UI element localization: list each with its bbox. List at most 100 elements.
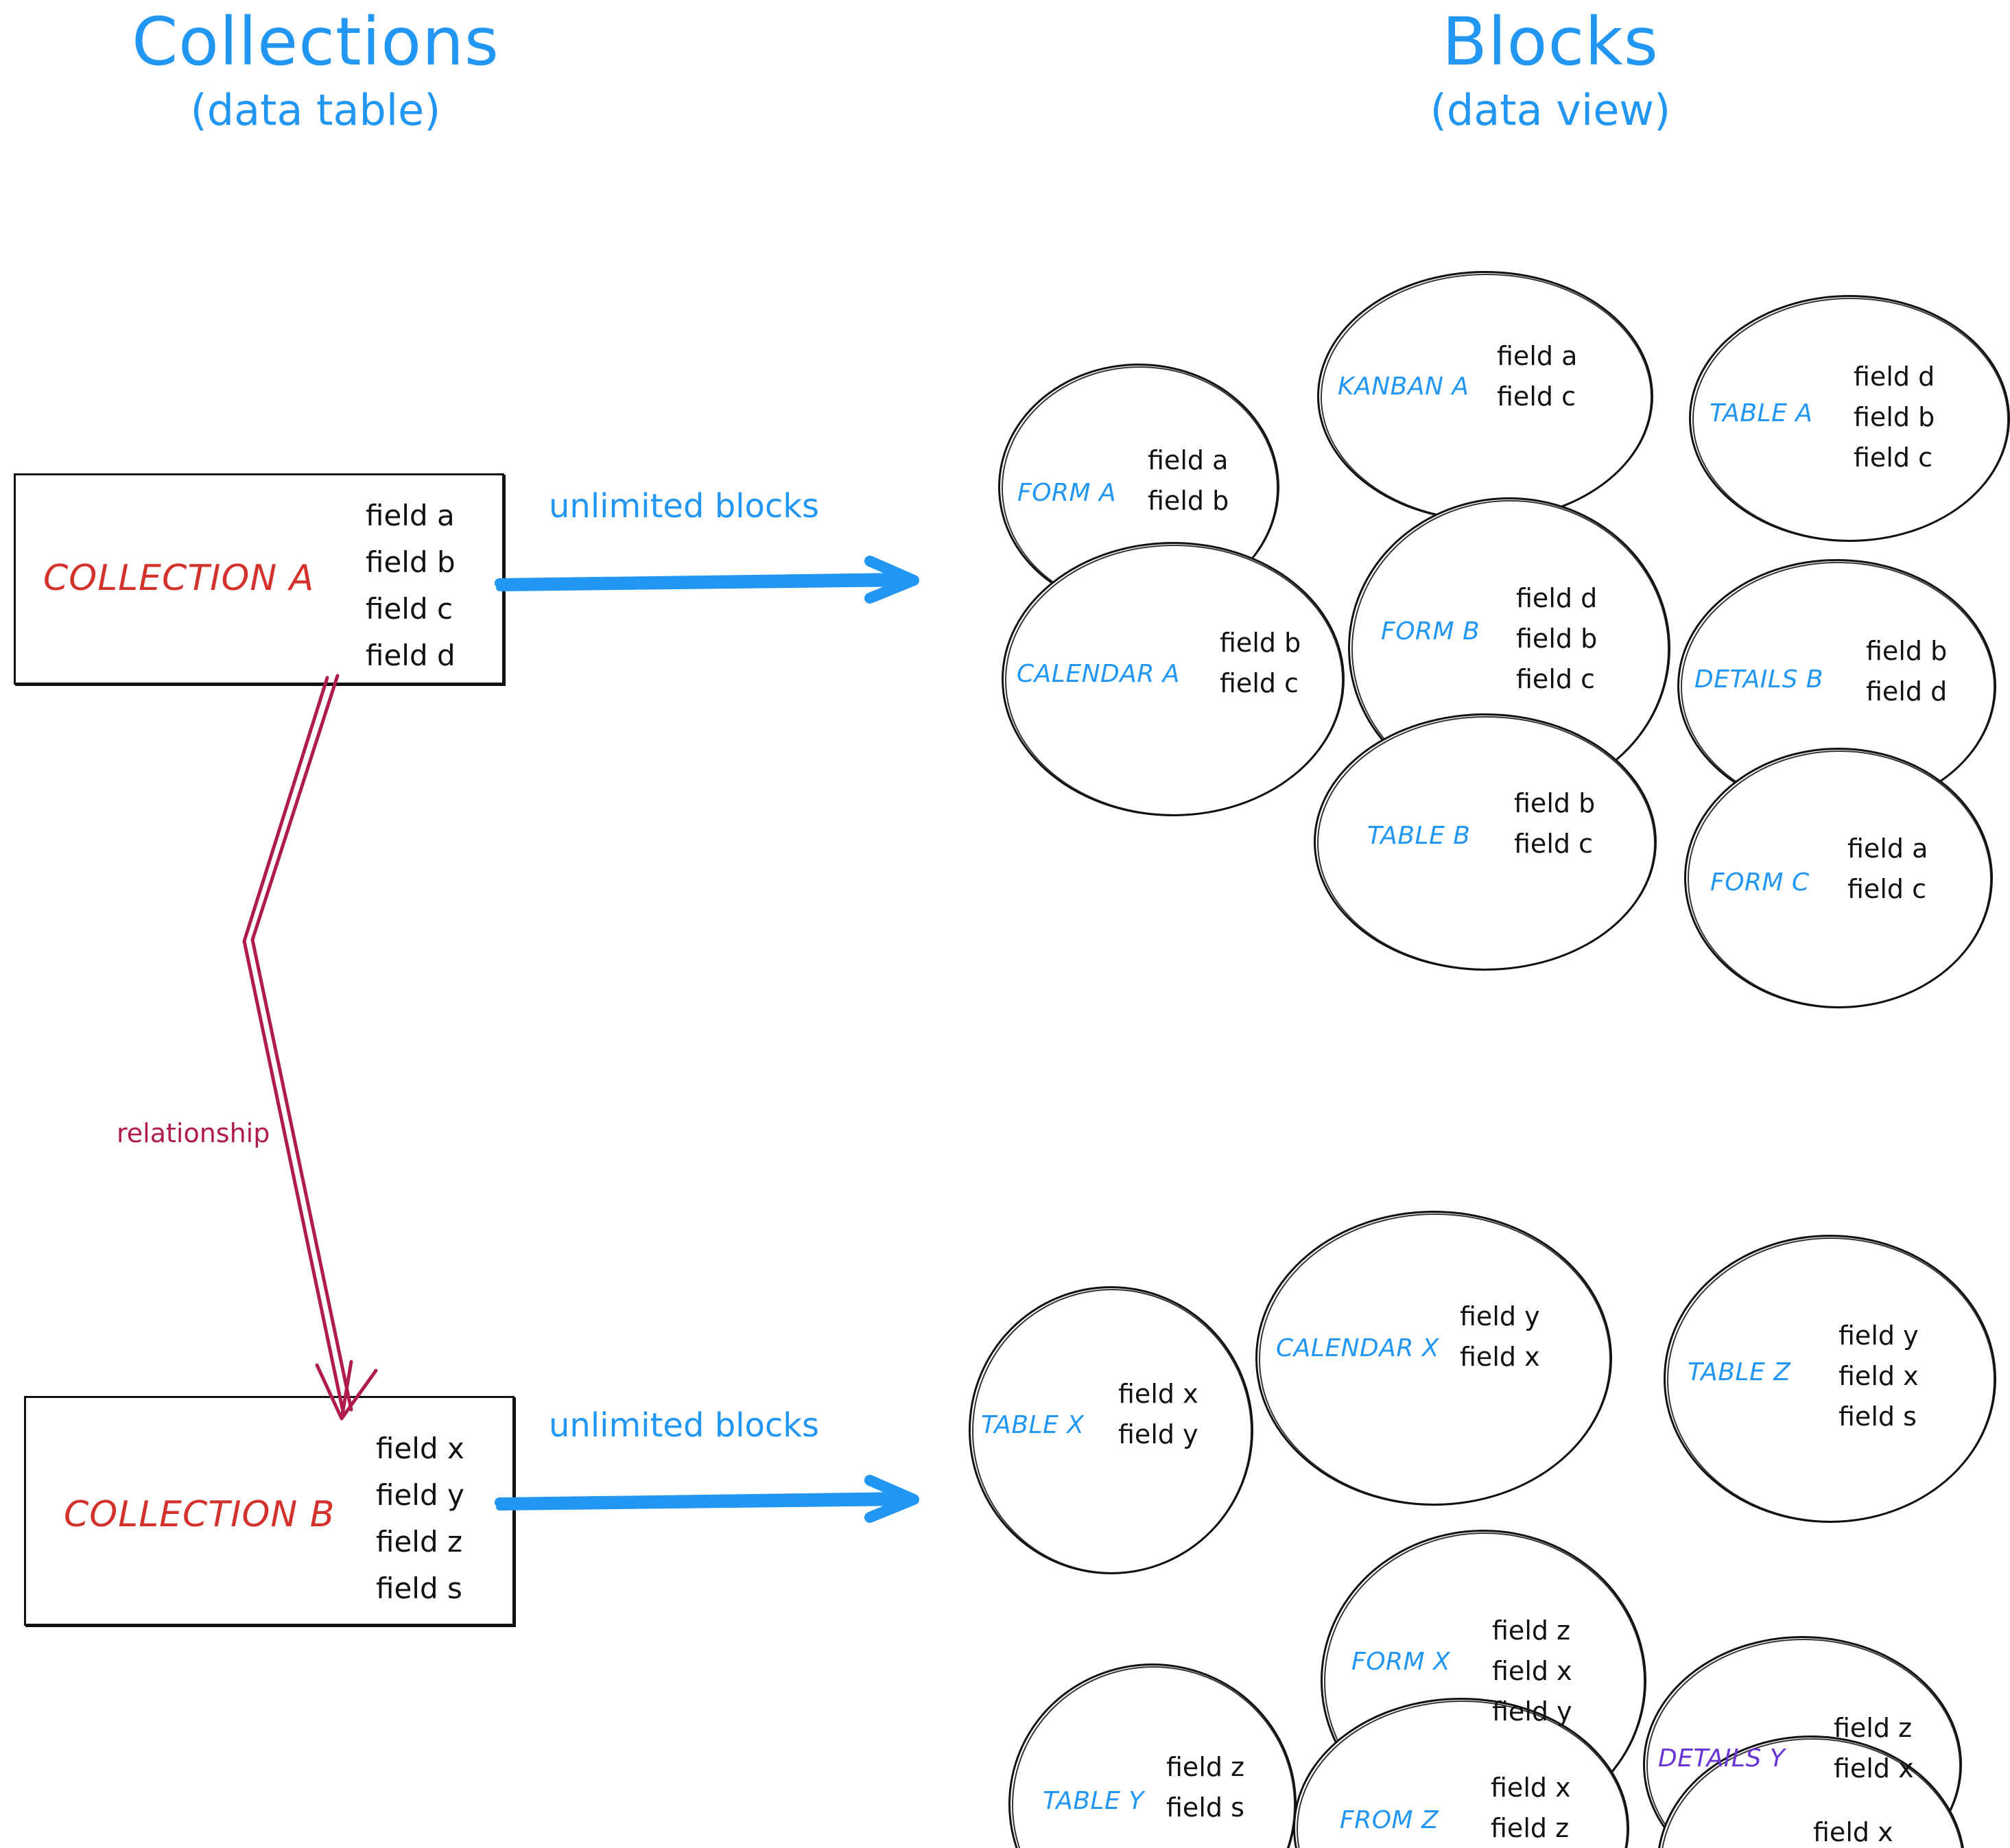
block-details-y-fields: field z field x	[1834, 1708, 1914, 1789]
arrow-top-icon	[495, 556, 919, 604]
block-field: field a	[1148, 445, 1229, 475]
block-kanban-a[interactable]: KANBAN A field a field c	[1317, 271, 1653, 521]
block-field: field b	[1220, 628, 1301, 658]
block-calendar-a-name: CALENDAR A	[1017, 660, 1180, 688]
block-form-c-fields: field a field c	[1847, 829, 1928, 910]
block-calendar-a[interactable]: CALENDAR A field b field c	[1002, 542, 1345, 816]
collection-b-field: field y	[376, 1478, 464, 1513]
collection-a-field: field d	[366, 639, 456, 673]
block-form-b-fields: field d field b field c	[1516, 578, 1597, 700]
arrow-top-label: unlimited blocks	[549, 487, 820, 525]
block-form-c-name: FORM C	[1710, 868, 1810, 897]
block-table-x-fields: field x field y	[1118, 1374, 1198, 1455]
block-field: field z	[1491, 1812, 1570, 1843]
block-field: field b	[1866, 636, 1948, 666]
block-field: field y	[1492, 1696, 1572, 1727]
block-field: field x	[1491, 1773, 1571, 1803]
block-field: field x	[1834, 1753, 1914, 1784]
block-form-x-fields: field z field x field y	[1492, 1611, 1572, 1732]
block-kanban-a-fields: field a field c	[1497, 336, 1577, 417]
block-details-b-fields: field b field d	[1866, 631, 1947, 712]
block-table-b-fields: field b field c	[1514, 783, 1595, 864]
block-form-x-name: FORM X	[1351, 1648, 1451, 1676]
collection-a-box[interactable]: COLLECTION A field a field b field c fie…	[14, 473, 504, 685]
block-field: field b	[1854, 401, 1935, 432]
block-kanban-a-name: KANBAN A	[1338, 372, 1469, 401]
block-from-z-fields: field x field z	[1491, 1768, 1571, 1848]
heading-collections: Collections (data table)	[21, 3, 611, 135]
block-field: field x	[1813, 1817, 1893, 1847]
block-field: field y	[1838, 1320, 1919, 1351]
block-calendar-a-fields: field b field c	[1220, 623, 1301, 704]
block-field: field x	[1492, 1655, 1572, 1686]
block-form-y[interactable]: FORM Y field x field z	[1657, 1736, 1965, 1848]
collection-b-fields: field x field y field z field s	[376, 1425, 464, 1612]
block-form-a-name: FORM A	[1017, 479, 1117, 507]
block-field: field s	[1838, 1401, 1917, 1432]
heading-collections-subtitle: (data table)	[190, 84, 441, 135]
collection-a-field: field c	[366, 592, 453, 626]
block-calendar-x[interactable]: CALENDAR X field y field x	[1255, 1211, 1612, 1506]
block-field: field d	[1516, 583, 1598, 613]
heading-collections-title: Collections	[132, 3, 499, 80]
collection-a-name: COLLECTION A	[43, 558, 315, 599]
block-from-z[interactable]: FROM Z field x field z	[1293, 1698, 1629, 1848]
arrow-bottom-icon	[495, 1475, 919, 1523]
block-table-a[interactable]: TABLE A field d field b field c	[1689, 295, 2010, 542]
block-table-z-fields: field y field x field s	[1838, 1316, 1919, 1437]
block-form-a-fields: field a field b	[1148, 440, 1229, 521]
block-ellipse-inner	[1692, 298, 2009, 541]
block-form-b-name: FORM B	[1381, 617, 1480, 645]
block-table-b-name: TABLE B	[1367, 822, 1471, 850]
block-field: field z	[1166, 1752, 1245, 1782]
block-field: field s	[1166, 1792, 1244, 1823]
block-field: field z	[1492, 1615, 1571, 1646]
heading-blocks: Blocks (data view)	[1207, 3, 1893, 133]
block-field: field c	[1516, 663, 1595, 694]
block-table-z-name: TABLE Z	[1688, 1358, 1791, 1386]
block-table-y-name: TABLE Y	[1043, 1787, 1144, 1815]
block-field: field x	[1460, 1341, 1540, 1372]
block-table-z[interactable]: TABLE Z field y field x field s	[1664, 1235, 1996, 1523]
block-table-y[interactable]: TABLE Y field z field s	[1008, 1663, 1297, 1848]
collection-b-field: field z	[376, 1525, 463, 1559]
block-table-x[interactable]: TABLE X field x field y	[969, 1286, 1253, 1574]
block-field: field c	[1220, 667, 1299, 698]
block-field: field b	[1148, 485, 1229, 516]
block-field: field b	[1516, 623, 1598, 654]
block-details-y-name: DETAILS Y	[1658, 1744, 1786, 1773]
block-ellipse-inner	[1259, 1213, 1611, 1505]
arrow-bottom-label: unlimited blocks	[549, 1406, 820, 1445]
collection-b-name: COLLECTION B	[64, 1494, 335, 1535]
block-ellipse-inner	[1688, 750, 1991, 1008]
relationship-label: relationship	[117, 1118, 270, 1148]
block-field: field y	[1460, 1301, 1540, 1331]
block-calendar-x-fields: field y field x	[1460, 1296, 1540, 1377]
block-field: field c	[1497, 381, 1576, 412]
heading-blocks-title: Blocks	[1442, 3, 1659, 80]
block-table-y-fields: field z field s	[1166, 1747, 1244, 1828]
block-field: field z	[1834, 1713, 1913, 1743]
collection-a-field: field b	[366, 545, 456, 580]
block-form-y-fields: field x field z	[1813, 1812, 1893, 1848]
collection-b-field: field s	[376, 1572, 462, 1606]
block-field: field c	[1514, 828, 1593, 859]
block-table-b[interactable]: TABLE B field b field c	[1314, 713, 1657, 971]
block-ellipse-inner	[1005, 545, 1343, 816]
collection-b-field: field x	[376, 1432, 464, 1465]
block-ellipse-inner	[1317, 716, 1655, 970]
block-ellipse-inner	[1667, 1237, 1995, 1522]
block-from-z-name: FROM Z	[1340, 1806, 1439, 1834]
collection-b-box[interactable]: COLLECTION B field x field y field z fie…	[24, 1396, 515, 1626]
block-table-a-fields: field d field b field c	[1854, 357, 1935, 478]
block-field: field a	[1497, 341, 1578, 371]
block-form-c[interactable]: FORM C field a field c	[1684, 748, 1993, 1008]
block-table-a-name: TABLE A	[1710, 399, 1813, 427]
block-field: field d	[1854, 362, 1935, 392]
collection-a-fields: field a field b field c field d	[366, 493, 456, 679]
block-field: field x	[1118, 1379, 1198, 1409]
block-field: field c	[1854, 442, 1932, 473]
block-details-b-name: DETAILS B	[1694, 665, 1823, 694]
